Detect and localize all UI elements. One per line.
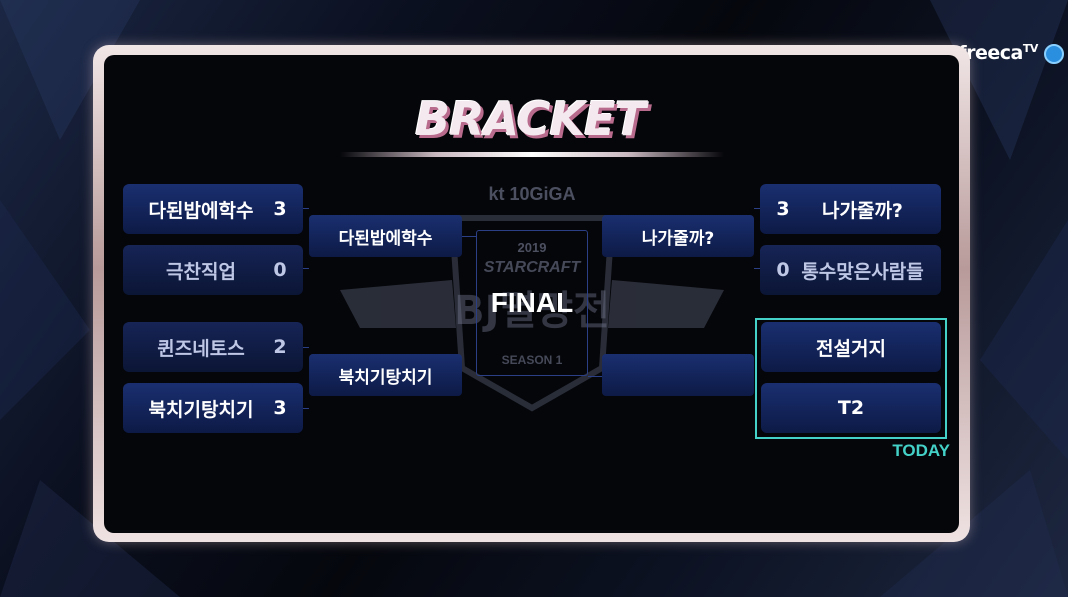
connector-left-2 [303,268,309,269]
team-score: 0 [273,259,287,281]
today-highlight-frame [755,318,947,439]
team-name: 전설거지 [816,337,886,360]
connector-right-1 [754,208,760,209]
semi-winner-left-2: 북치기탕치기 [309,354,462,396]
team-name: 극찬직업 [166,260,236,283]
semi-winner-right-1: 나가줄까? [602,215,754,257]
team-name: 퀸즈네토스 [157,337,245,360]
final-box: FINAL [476,230,588,376]
team-box-right-2a: 전설거지 [761,322,941,372]
connector-left-1 [303,208,309,209]
connector-left-3 [303,347,309,348]
connector-right-3 [588,376,602,377]
team-name: 통수맞은사람들 [801,260,924,283]
team-name: 나가줄까? [822,199,903,222]
team-score: 3 [273,397,287,419]
team-box-right-2b: T2 [761,383,941,433]
title-divider [340,152,724,157]
team-box-left-1a: 다된밥에학수 3 [123,184,303,234]
game-text: STARCRAFT [484,259,582,276]
team-name: 북치기탕치기 [148,398,254,421]
league-text: BJ멸망전 [454,288,610,334]
league-emblem: kt 10GiGA 2019 STARCRAFT BJ멸망전 SEASON 1 [340,184,724,412]
team-box-left-2b: 북치기탕치기 3 [123,383,303,433]
year-text: 2019 [518,240,547,255]
team-score: 3 [273,198,287,220]
team-score: 2 [273,336,287,358]
team-box-left-1b: 극찬직업 0 [123,245,303,295]
team-name: T2 [837,397,865,419]
team-name: 다된밥에학수 [148,199,254,222]
team-box-left-2a: 퀸즈네토스 2 [123,322,303,372]
connector-left-4 [303,408,309,409]
sponsor-text: kt 10GiGA [488,184,575,204]
afreecatv-mascot-icon [1044,44,1064,64]
connector-right-2 [754,268,760,269]
connector-left-final [462,236,476,237]
semi-winner-left-1: 다된밥에학수 [309,215,462,257]
today-label: TODAY [892,441,950,460]
team-score: 3 [776,198,790,220]
season-text: SEASON 1 [502,353,563,367]
team-box-right-1b: 0 통수맞은사람들 [760,245,941,295]
semi-winner-right-2 [602,354,754,396]
final-label: FINAL [490,287,574,318]
team-box-right-1a: 3 나가줄까? [760,184,941,234]
team-score: 0 [776,259,790,281]
bracket-title: BRACKET [415,92,646,146]
